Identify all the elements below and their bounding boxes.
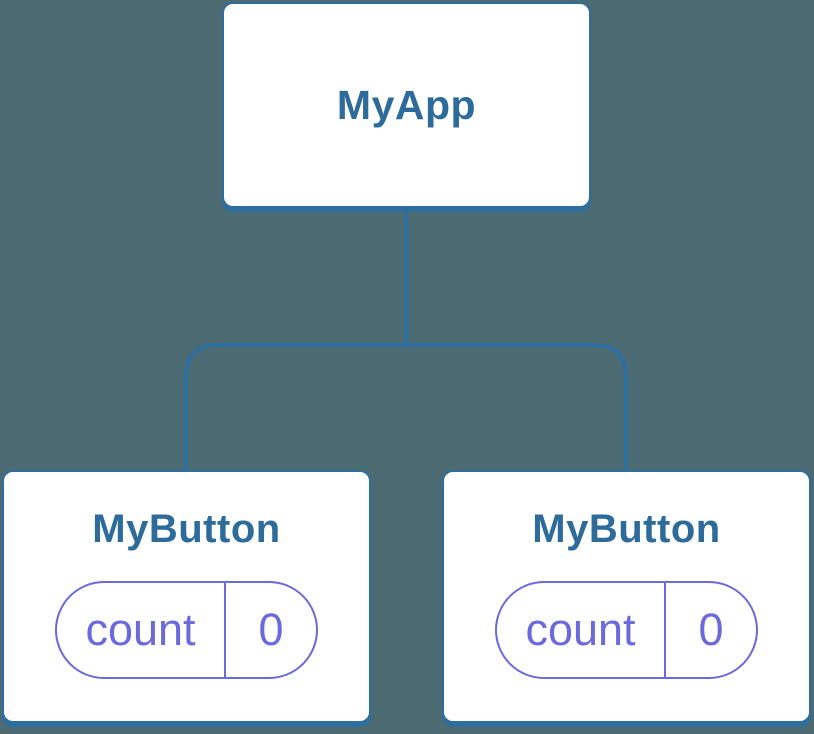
state-key-label: count [497, 582, 666, 677]
state-pill: count 0 [495, 580, 758, 679]
state-value: 0 [698, 603, 724, 655]
state-key-label: count [57, 582, 226, 677]
component-label: MyApp [336, 81, 477, 128]
state-value: 0 [258, 603, 284, 655]
state-pill: count 0 [55, 580, 318, 679]
branch-line [184, 343, 628, 470]
component-card-mybutton-2: MyButton count 0 [442, 470, 811, 723]
component-label: MyButton [532, 506, 721, 551]
component-card-mybutton-1: MyButton count 0 [2, 470, 371, 723]
component-label: MyButton [92, 506, 281, 551]
component-card-myapp: MyApp [222, 2, 591, 208]
